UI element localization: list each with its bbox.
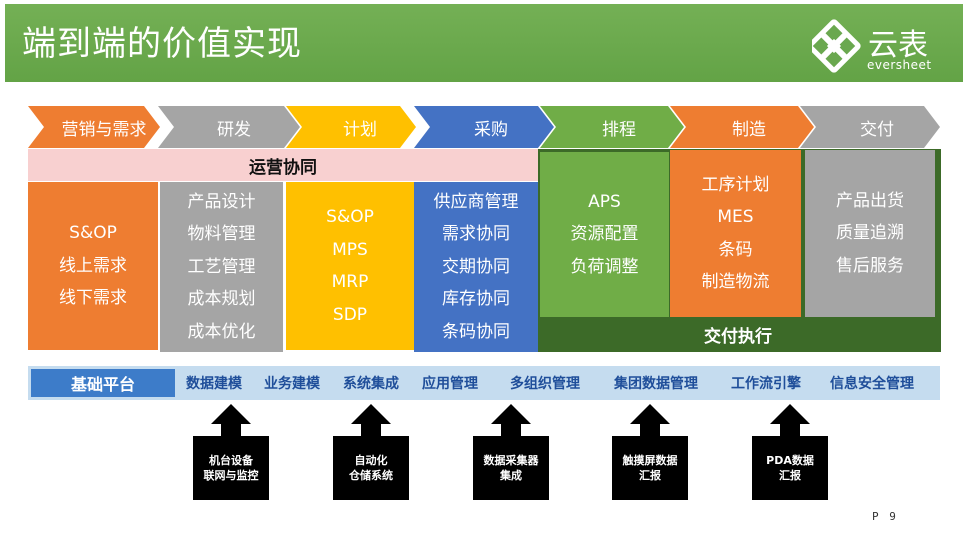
item: 成本规划: [187, 289, 256, 310]
ops-collaboration-label: 运营协同: [28, 149, 538, 181]
stage-label: 排程: [602, 119, 636, 140]
box-line: 仓储系统: [349, 469, 393, 482]
stage-arrow-schedule: [540, 106, 684, 148]
up-arrow-icon: [630, 404, 670, 440]
stage-label: 交付: [860, 119, 894, 140]
box-line: 汇报: [779, 469, 801, 482]
item: MPS: [332, 239, 368, 260]
item: SDP: [332, 304, 368, 325]
foundation-platform-label: 基础平台: [31, 369, 175, 397]
box-line: 集成: [500, 469, 522, 482]
stage-label: 计划: [343, 119, 377, 140]
logo-name: 云表: [868, 28, 928, 63]
up-arrow-icon: [770, 404, 810, 440]
up-arrow-icon: [351, 404, 391, 440]
device-box: 自动化仓储系统: [333, 436, 409, 500]
device-box: 触摸屏数据汇报: [612, 436, 688, 500]
eversheet-logo: [812, 19, 861, 73]
device-box: 数据采集器集成: [473, 436, 549, 500]
title-bar: [5, 4, 963, 82]
item: 物料管理: [187, 224, 256, 245]
item: 需求协同: [442, 224, 510, 245]
device-box: PDA数据汇报: [752, 436, 828, 500]
stage-label: 制造: [732, 119, 766, 140]
item: APS: [588, 191, 621, 212]
column-schedule: APS 资源配置 负荷调整: [540, 152, 669, 317]
item: 交期协同: [442, 256, 510, 277]
item: 制造物流: [701, 272, 770, 292]
platform-item: 系统集成: [343, 376, 399, 392]
platform-item: 业务建模: [264, 376, 320, 392]
stage-label: 采购: [474, 119, 508, 140]
up-arrow-icon: [211, 404, 251, 440]
column-plan: S&OP MPS MRP SDP: [286, 182, 414, 350]
item: 成本优化: [187, 321, 256, 342]
item: 工序计划: [701, 174, 770, 195]
stage-arrow-manufacture: [670, 106, 814, 148]
device-box: 机台设备联网与监控: [193, 436, 269, 500]
column-marketing: S&OP 线上需求 线下需求: [28, 182, 158, 350]
column-purchase: 供应商管理 需求协同 交期协同 库存协同 条码协同: [414, 182, 538, 352]
stage-arrow-plan: [286, 106, 416, 148]
foundation-platform-bar: [28, 366, 940, 400]
box-line: PDA数据: [766, 454, 814, 467]
box-line: 机台设备: [209, 454, 253, 467]
stage-arrow-purchase: [414, 106, 554, 148]
slide-title: 端到端的价值实现: [22, 24, 302, 64]
column-rnd: 产品设计 物料管理 工艺管理 成本规划 成本优化: [160, 182, 283, 352]
box-line: 联网与监控: [203, 469, 259, 482]
column-delivery: 产品出货 质量追溯 售后服务: [805, 150, 935, 317]
item: 线上需求: [59, 255, 127, 276]
stage-arrow-rnd: [158, 106, 300, 148]
platform-item: 工作流引擎: [731, 376, 801, 392]
stage-label: 营销与需求: [61, 119, 147, 140]
column-manufacture: 工序计划 MES 条码 制造物流: [670, 150, 801, 317]
item: 线下需求: [59, 288, 127, 309]
item: MES: [717, 207, 754, 227]
platform-item: 信息安全管理: [830, 376, 914, 392]
stage-arrow-marketing: [28, 106, 160, 148]
platform-item: 集团数据管理: [614, 376, 698, 392]
box-line: 自动化: [354, 454, 388, 467]
page-number: P 9: [872, 510, 898, 523]
stage-label: 研发: [217, 119, 251, 140]
item: 条码协同: [442, 321, 510, 342]
platform-item: 数据建模: [186, 376, 242, 392]
item: 产品出货: [836, 190, 904, 211]
item: S&OP: [326, 207, 374, 227]
item: 工艺管理: [187, 256, 256, 277]
logo-subtitle: eversheet: [867, 58, 932, 72]
item: MRP: [331, 272, 369, 292]
item: 供应商管理: [433, 191, 519, 212]
item: 质量追溯: [836, 223, 904, 244]
stage-arrow-delivery: [800, 106, 940, 148]
platform-item: 多组织管理: [510, 376, 580, 392]
item: 产品设计: [187, 191, 256, 212]
box-line: 汇报: [639, 469, 661, 482]
up-arrow-icon: [491, 404, 531, 440]
delivery-execution-label: 交付执行: [704, 326, 772, 347]
item: 库存协同: [442, 289, 510, 310]
platform-item: 应用管理: [422, 376, 478, 392]
item: S&OP: [69, 223, 117, 244]
item: 售后服务: [836, 255, 904, 276]
item: 负荷调整: [570, 256, 639, 277]
box-line: 触摸屏数据: [622, 454, 678, 467]
item: 资源配置: [570, 224, 639, 245]
box-line: 数据采集器: [483, 454, 539, 467]
item: 条码: [718, 239, 753, 260]
